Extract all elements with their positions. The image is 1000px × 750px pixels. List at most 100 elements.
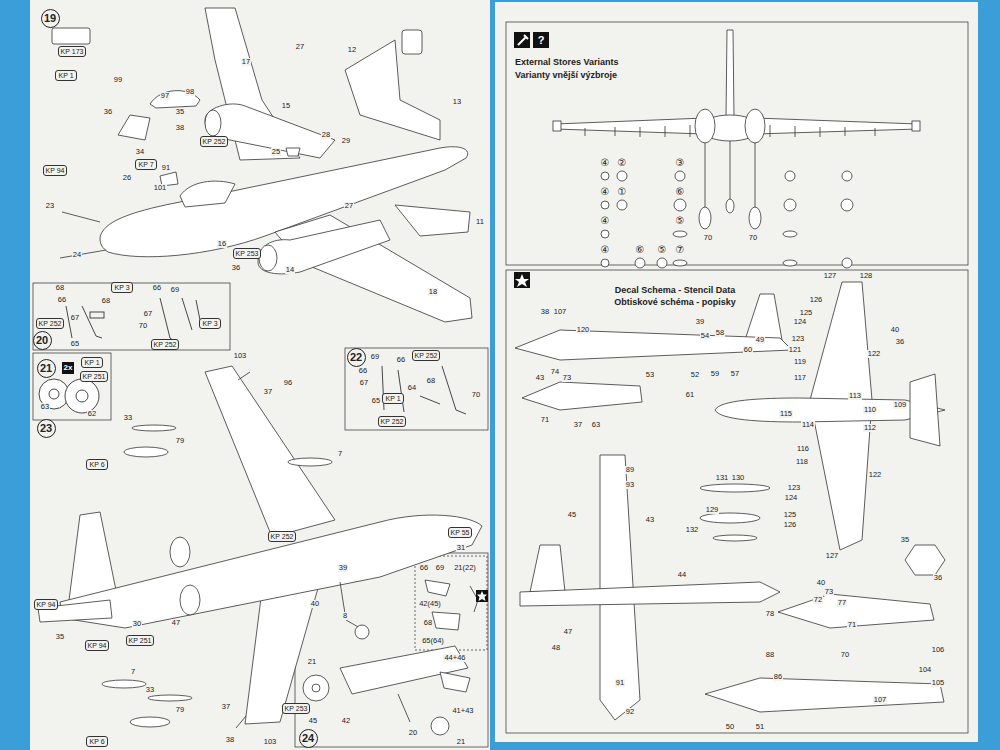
callout-number: 7 bbox=[130, 668, 136, 676]
label-text: 113 bbox=[849, 391, 861, 400]
callout-number: 23 bbox=[45, 202, 55, 210]
part-tag: KP 94 bbox=[43, 165, 68, 176]
label-text: 97 bbox=[161, 91, 169, 100]
store-symbol bbox=[635, 258, 645, 268]
callout-number: 11 bbox=[475, 218, 485, 226]
stabilizer bbox=[910, 374, 940, 446]
store-number: ③ bbox=[675, 158, 686, 168]
star-glyph bbox=[515, 274, 529, 287]
tag-text: KP 6 bbox=[89, 738, 104, 745]
step-number: 19 bbox=[41, 9, 60, 28]
icon-label: ? bbox=[537, 35, 546, 46]
frames bbox=[33, 22, 968, 747]
aircraft-underside bbox=[38, 366, 482, 728]
heading: Obtiskové schéma - popisky bbox=[614, 298, 736, 307]
landing-gear bbox=[382, 366, 466, 414]
callout-number: 42 bbox=[341, 717, 351, 725]
label-text: 118 bbox=[796, 457, 808, 466]
label-text: 123 bbox=[792, 334, 805, 343]
label-text: 11 bbox=[476, 217, 484, 226]
callout-number: 52 bbox=[690, 371, 700, 379]
label-text: 71 bbox=[541, 415, 549, 424]
label-text: External Stores Variants bbox=[515, 57, 619, 67]
wing bbox=[205, 366, 335, 537]
callout-number: 42(45) bbox=[418, 600, 442, 608]
nozzle bbox=[180, 585, 200, 615]
gear-leg bbox=[382, 366, 466, 414]
callout-number: 70 bbox=[840, 651, 850, 659]
callout-number: 64 bbox=[407, 384, 417, 392]
callout-number: 92 bbox=[625, 708, 635, 716]
callout-number: 65(64) bbox=[421, 637, 445, 645]
tag-text: KP 252 bbox=[203, 138, 226, 145]
label-text: 51 bbox=[756, 722, 764, 731]
aircraft-assembly bbox=[52, 8, 472, 322]
step-box bbox=[33, 353, 111, 420]
callout-number: 127 bbox=[825, 552, 840, 560]
callout-number: 33 bbox=[145, 686, 155, 694]
label-text: 40 bbox=[817, 578, 825, 587]
tail-fin bbox=[726, 30, 734, 118]
part-tag: KP 253 bbox=[233, 248, 262, 259]
callout-number: 17 bbox=[241, 58, 251, 66]
store bbox=[102, 680, 146, 688]
callout-number: 79 bbox=[175, 437, 185, 445]
callout-number: 72 bbox=[813, 596, 823, 604]
store-number: ① bbox=[617, 187, 628, 197]
callout-number: 51 bbox=[755, 723, 765, 731]
store-number: ⑥ bbox=[635, 245, 646, 255]
label-text: 61 bbox=[686, 390, 694, 399]
callout-number: 53 bbox=[645, 371, 655, 379]
tag-text: KP 1 bbox=[84, 359, 99, 366]
label-text: 14 bbox=[286, 265, 294, 274]
label-text: 103 bbox=[234, 351, 247, 360]
callout-number: 88 bbox=[765, 651, 775, 659]
tag-text: KP 1 bbox=[385, 395, 400, 402]
label-text: 66 bbox=[58, 295, 66, 304]
label-text: 2x bbox=[64, 363, 73, 372]
part-tag: KP 252 bbox=[151, 339, 180, 350]
step-label: 21 bbox=[40, 362, 52, 374]
callout-number: 70 bbox=[471, 391, 481, 399]
callout-number: 93 bbox=[625, 481, 635, 489]
callout-number: 73 bbox=[824, 588, 834, 596]
callout-number: 125 bbox=[799, 309, 814, 317]
callout-number: 128 bbox=[859, 272, 874, 280]
fuselage bbox=[520, 582, 780, 606]
callout-number: 66 bbox=[152, 284, 162, 292]
label-text: 38 bbox=[541, 307, 549, 316]
store-symbol bbox=[601, 201, 609, 209]
part-tag: KP 1 bbox=[382, 393, 403, 404]
wheel bbox=[431, 717, 449, 735]
label-text: ⑦ bbox=[676, 244, 685, 255]
label-text: 44 bbox=[678, 570, 686, 579]
callout-number: 34 bbox=[135, 148, 145, 156]
store-symbol bbox=[673, 231, 687, 237]
part-tag: KP 252 bbox=[268, 531, 297, 542]
label-text: 38 bbox=[176, 123, 184, 132]
label-text: 70 bbox=[749, 233, 757, 242]
store-symbol bbox=[842, 171, 852, 181]
label-text: 91 bbox=[616, 678, 624, 687]
callout-number: 21 bbox=[456, 738, 466, 746]
label-text: 72 bbox=[814, 595, 822, 604]
callout-number: 79 bbox=[175, 706, 185, 714]
callout-number: 68 bbox=[426, 377, 436, 385]
store-symbol bbox=[601, 259, 609, 267]
label-text: 79 bbox=[176, 705, 184, 714]
label-text: 40 bbox=[891, 325, 899, 334]
tool-icon bbox=[514, 32, 530, 48]
label-text: 29 bbox=[342, 136, 350, 145]
label-text: 36 bbox=[896, 337, 904, 346]
store bbox=[288, 458, 332, 466]
callout-number: 25 bbox=[271, 148, 281, 156]
callout-number: 48 bbox=[551, 644, 561, 652]
callout-number: 47 bbox=[171, 619, 181, 627]
callout-number: 29 bbox=[341, 137, 351, 145]
callout-number: 26 bbox=[122, 174, 132, 182]
ejection-seat bbox=[402, 30, 422, 54]
detail-box bbox=[415, 556, 487, 650]
label-text: 48 bbox=[552, 643, 560, 652]
label-text: 33 bbox=[124, 413, 132, 422]
callout-number: 68 bbox=[101, 297, 111, 305]
